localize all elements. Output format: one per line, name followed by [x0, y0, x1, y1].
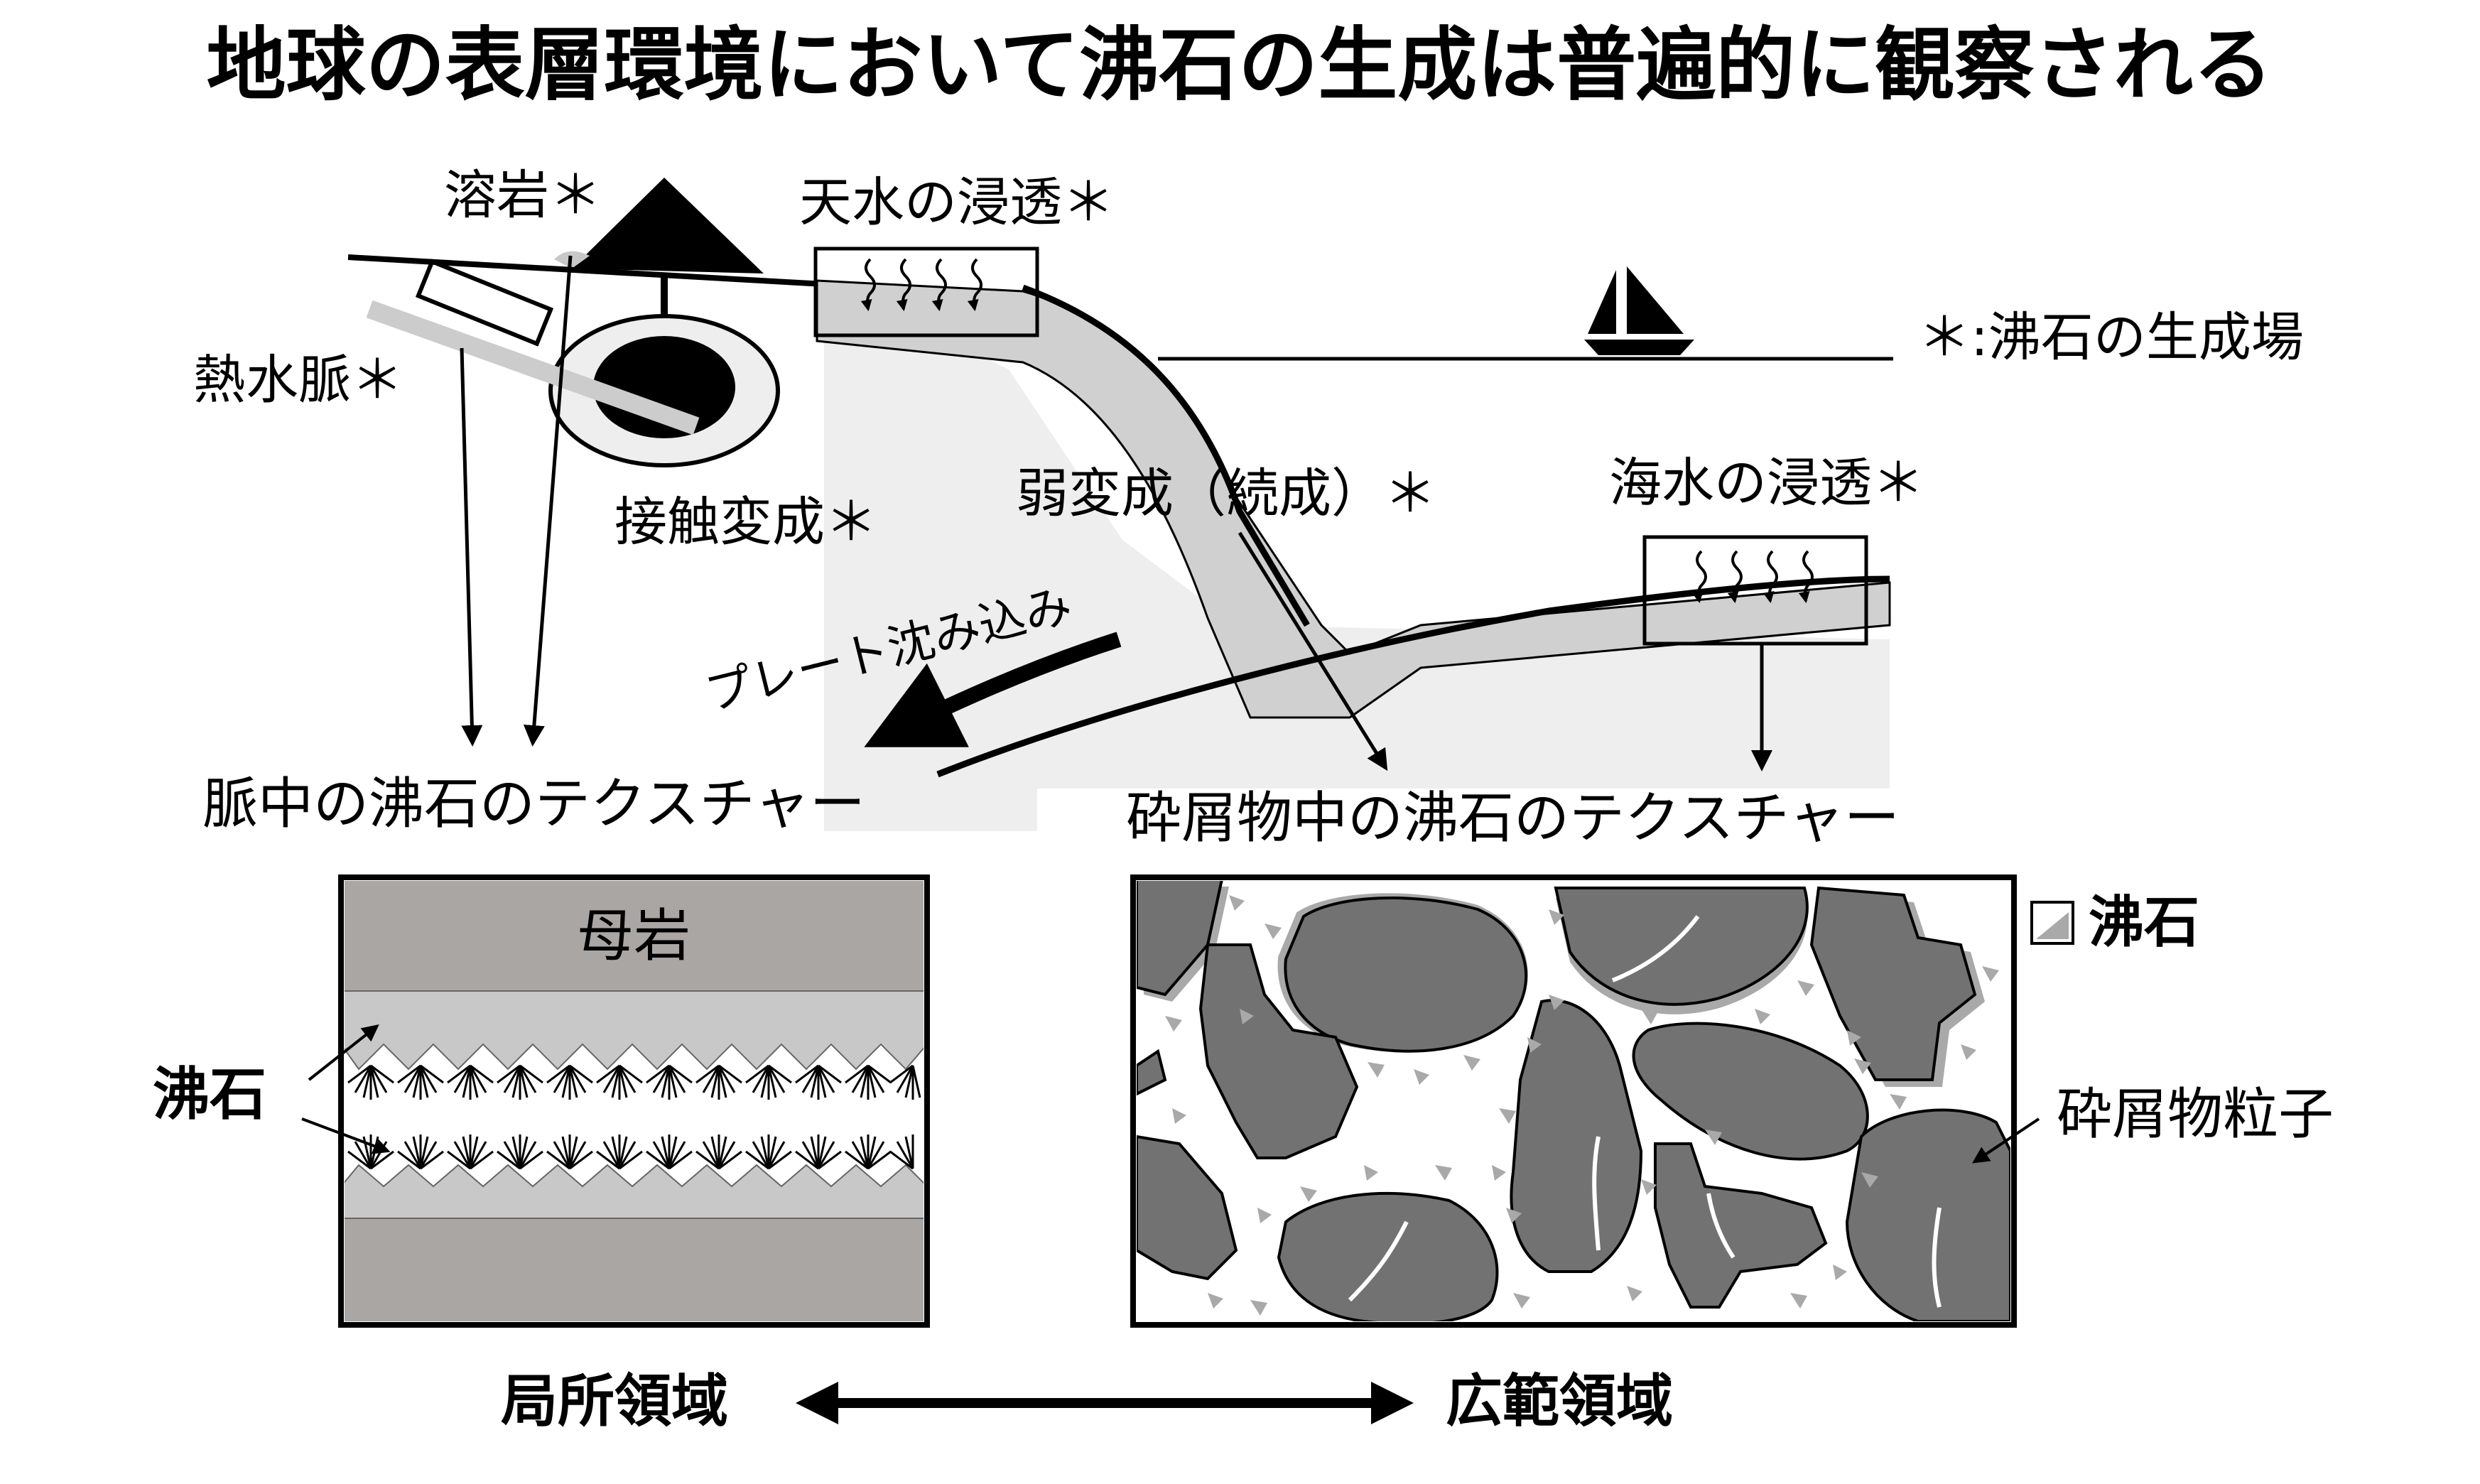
cross-section: 溶岩＊ 天水の浸透＊ 熱水脈＊ 接触変成＊ 弱変成（続成）＊ 海水の浸透＊ ＊:…: [193, 165, 2304, 831]
label-hydrothermal-vein: 熱水脈＊: [193, 350, 404, 411]
label-local: 局所領域: [501, 1368, 728, 1434]
vein-strip: [366, 300, 700, 435]
zeolite-tufts-top: [347, 1064, 921, 1100]
label-seawater: 海水の浸透＊: [1609, 453, 1924, 514]
hydrothermal-vein-box: [415, 259, 554, 347]
pointer-zeolite-top: [308, 1024, 379, 1081]
label-vein-texture: 脈中の沸石のテクスチャー: [202, 772, 865, 836]
magma-body: [593, 336, 735, 438]
clastic-panel-frame: [1130, 874, 2017, 1328]
ground-region: [369, 263, 1890, 831]
label-clastic-particle: 砕屑物粒子: [2057, 1083, 2334, 1147]
label-lava: 溶岩＊: [444, 165, 602, 226]
label-clastic-texture: 砕屑物中の沸石のテクスチャー: [1126, 786, 1900, 850]
label-regional: 広範領域: [1446, 1368, 1673, 1434]
crystal-layer-top: [345, 990, 924, 1071]
lava-cone: [572, 178, 764, 273]
pointer-metamorphic: [1238, 531, 1388, 771]
subduction-arrow: [864, 632, 1122, 747]
pointer-vein: [460, 347, 483, 747]
pointer-clastic-particle: [1972, 1117, 2040, 1164]
label-legend-note: ＊:沸石の生成場: [1918, 307, 2304, 368]
seawater-infiltration-icon: [1642, 535, 1868, 646]
clastic-particles: [1137, 881, 2010, 1321]
main-title: 地球の表層環境において沸石の生成は普遍的に観察される: [207, 19, 2273, 112]
zeolite-grains: [1165, 895, 1999, 1316]
host-rock-bottom: [345, 1215, 924, 1321]
host-rock-top: [345, 881, 924, 995]
label-host-rock: 母岩: [577, 903, 691, 969]
label-low-grade-metamorphism: 弱変成（続成）＊: [1016, 463, 1436, 524]
water-infiltration-icon: [813, 247, 1039, 337]
zeolite-inclusions: [1348, 915, 1942, 1308]
sailboat-icon: [1584, 266, 1694, 355]
pointer-zeolite-bottom: [301, 1117, 391, 1154]
oceanic-plate-line: [936, 575, 1890, 778]
plate-boundary: [1022, 284, 1310, 627]
clastic-panel: [1130, 874, 2017, 1328]
label-zeolite-legend: 沸石: [2089, 891, 2199, 955]
zeolite-swatch-icon: [2030, 901, 2074, 945]
zeolite-tufts-bottom: [347, 1134, 914, 1170]
label-meteoric-water: 天水の浸透＊: [799, 172, 1115, 233]
pointer-lava: [523, 255, 573, 747]
crystal-layer-bottom: [345, 1164, 924, 1219]
vein-panel: 母岩 沸石: [153, 874, 930, 1328]
label-contact-metamorphism: 接触変成＊: [614, 492, 877, 553]
vein-panel-frame: [338, 874, 930, 1328]
surface-line: [347, 254, 825, 287]
label-zeolite-left: 沸石: [153, 1061, 266, 1127]
double-arrow-icon: [796, 1382, 1414, 1424]
